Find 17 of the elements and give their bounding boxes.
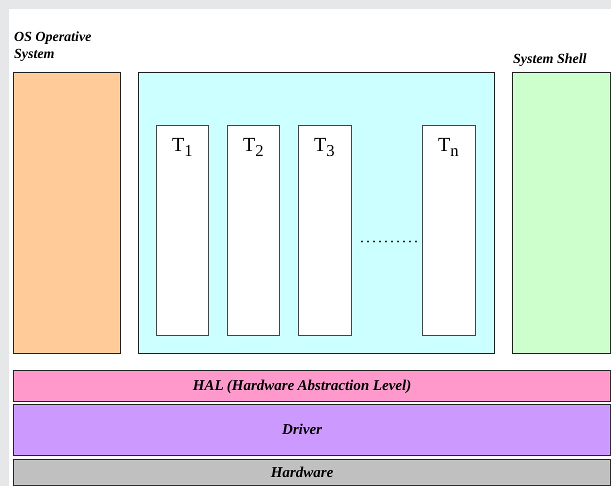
task-box [422, 125, 476, 336]
thread-area-box [138, 72, 495, 354]
task-box [298, 125, 352, 336]
task-box [227, 125, 280, 336]
task-label: T$_{1}$ [172, 134, 193, 161]
task-label: T$_{2}$ [243, 134, 264, 161]
layer-band [13, 370, 611, 402]
layer-label: Hardware [270, 465, 334, 482]
task-label: T$_{3}$ [314, 134, 335, 161]
layer-band [13, 404, 611, 456]
layer-label: Driver [282, 422, 322, 438]
task-box [156, 125, 209, 336]
os-heading: OS Operative System [14, 29, 92, 63]
task-label: T$_{n}$ [438, 134, 459, 161]
shell-heading: System Shell [513, 51, 587, 68]
layer-label: HAL (Hardware Abstraction Level) [192, 378, 412, 394]
layer-band [13, 459, 611, 486]
